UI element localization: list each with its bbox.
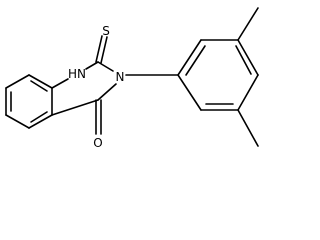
bond-aryl-double-2 xyxy=(235,45,252,75)
bond-c4-c4a xyxy=(51,99,99,116)
bond-methyl-top xyxy=(237,7,259,41)
bond-aryl-1 xyxy=(177,39,202,76)
bond-benzo-4 xyxy=(28,114,53,129)
bond-methyl-bottom xyxy=(237,109,259,147)
bond-benzo-1 xyxy=(5,74,30,89)
bond-c2-n3 xyxy=(97,61,114,72)
nh-h-glyph: H xyxy=(68,67,77,81)
bond-aryl-6 xyxy=(177,74,202,111)
bond-aryl-3 xyxy=(237,39,259,76)
bond-aryl-4 xyxy=(237,74,259,111)
nh-n-glyph: N xyxy=(77,67,86,81)
bond-benzo-double-3 xyxy=(30,80,48,92)
ring-n-label: N xyxy=(116,70,125,84)
bond-benzo-6 xyxy=(28,74,53,89)
bond-benzo-3 xyxy=(5,114,30,129)
bond-n1-c2 xyxy=(85,61,99,70)
nh-label: HN xyxy=(68,67,86,81)
bond-n3-c4 xyxy=(97,83,117,101)
thione-s-label: S xyxy=(102,24,110,38)
bond-c8a-n1 xyxy=(51,78,69,89)
bond-thione-2 xyxy=(100,36,108,64)
bond-benzo-double-2 xyxy=(30,111,48,123)
molecule-structure: HN S N O xyxy=(5,7,259,150)
bond-aryl-double-1 xyxy=(185,45,206,76)
carbonyl-o-label: O xyxy=(93,136,102,150)
bond-thione-1 xyxy=(95,35,103,63)
